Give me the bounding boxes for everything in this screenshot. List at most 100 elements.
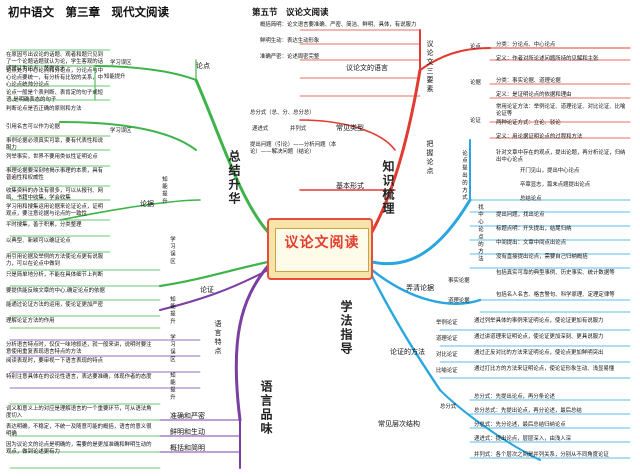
central-topic-box: 议论文阅读 <box>267 218 373 280</box>
red-branch-lines <box>299 29 631 234</box>
right-zhaochu: 找中心论点的方法 <box>477 204 483 264</box>
right-daoli-l: 道理论证 <box>436 336 458 342</box>
left-note-5: 引用名言可以作为论据 <box>6 124 60 130</box>
left-note-8: 事理论据要深刻地揭示事理的本质，具有普遍性和权威性 <box>6 168 104 181</box>
branch-zhishi-label: 知识梳理 <box>381 160 395 216</box>
right-duibi-t: 通过正反对比的方法来证明论点，使论点更加鲜明突出 <box>474 350 604 356</box>
left-note-1: 在原因写出议论的话题、观者和题只见到了一个论题话题就认为论，学生客观的话题就认为… <box>6 52 104 72</box>
left-note-15: 要提供能反映文章的中心,确定论点的依据 <box>6 288 105 294</box>
left-note-20: 特别注意具体在的议论性语言，表达要准确，体现作者的态度 <box>6 374 152 380</box>
left-note-17: 理解论证方法的作用 <box>6 318 55 324</box>
left-note-18: 分析语言特点时，仅仅一味地叙述，就一般来讲，说明时要注意使用重复表现语言特点的方… <box>6 342 152 355</box>
central-topic-label: 议论文阅读 <box>284 235 360 251</box>
right-r4: 定义：是证明论点的依据和理由 <box>496 92 572 98</box>
right-r8: 针对文章中存在的观点，提出论题，再分析论证，归纳出中心论点 <box>496 150 626 163</box>
right-shishi-t: 包括真实可靠的典型事例、历史事实、统计数据等 <box>496 270 615 276</box>
right-biyu: 比喻论证 <box>436 368 458 374</box>
left-note-10: 学习用和搜集运用论据来论证论点，证明观点，要注意论据与论点的一致性 <box>6 204 104 217</box>
left-yy-zhishi: 知能提升 <box>169 372 175 402</box>
green-lower-lines <box>9 260 270 469</box>
top-yy: 议论文的语言 <box>346 64 388 72</box>
right-lunju-sec: 弄清论据 <box>406 284 434 292</box>
right-z2: 总分总式：先提出论点，再分论述，最后总结 <box>474 408 582 414</box>
right-z1: 总分式：先提出论点，再分条论述 <box>474 394 555 400</box>
page-title: 初中语文 第三章 现代文阅读 <box>8 5 169 19</box>
page-subtitle: 第五节 议论文阅读 <box>252 8 329 18</box>
top-s4: 总分式（总、分、总分总） <box>250 110 315 116</box>
left-note-3: 论点一般是个表判断、表肯定的句子或短语,是明确表态的句子 <box>6 90 104 103</box>
left-lunju-zhishi: 知能提升 <box>161 176 167 206</box>
left-note-23: 因为议论文的论点是明确的，需要的是更加准确和鲜明生动的观点，做到论述更有力 <box>6 442 152 455</box>
left-lundian: 论点 <box>196 62 210 70</box>
left-note-12: 以典型、新颖可以确证论点 <box>6 238 71 244</box>
left-lunzheng-zhishi: 知能提升 <box>169 296 175 326</box>
left-lunju: 论据 <box>140 200 154 208</box>
right-r6: 两种论证方式：立论、驳论 <box>496 120 561 126</box>
purple-branch-lines <box>9 264 270 469</box>
left-note-22: 表达明确，不稳定，不统一及随意可能的概括，语言的意义很明确 <box>6 424 152 437</box>
right-r2: 定义：作者对所论述问题所持的见解和主张 <box>496 56 599 62</box>
branch-yuyan-label: 语言品味 <box>259 380 273 436</box>
right-z5: 并列式：各个层次之间是并列关系，分别从不同角度论证 <box>474 452 609 458</box>
right-shishi: 事实论据 <box>448 278 470 284</box>
top-s3: 准确严密：论述周密完整 <box>260 54 320 60</box>
right-r3: 分类：事实论据、道理论据 <box>496 78 561 84</box>
right-r13: 标题点明：开头提出，结尾归纳 <box>496 226 572 232</box>
right-z3: 分总式：先分论述，最后总结归纳论点 <box>474 422 566 428</box>
left-note-6: 事例论据必须真实可靠，要有代表性和说服力 <box>6 138 104 151</box>
left-lundian-zhishi: 知能提升 <box>104 74 126 80</box>
right-daoli-l-t: 通过讲道理来证明论点，使论证更加深刻、更具说服力 <box>474 334 604 340</box>
right-lunzheng-label: 论证 <box>470 118 481 124</box>
right-ba-lundian: 把握论点 <box>426 140 434 176</box>
top-s1: 概括简明：论文语言要准确、严密、简洁、鲜明、具体，有说服力 <box>260 22 417 28</box>
bottom-gaikuo: 概括和简明 <box>170 444 205 452</box>
right-r5: 常用论证方法：举例论证、道理论证、对比论证、比喻论证等 <box>496 104 626 117</box>
left-note-19: 阅读表现时，要审视一下语言表现的特点 <box>6 358 104 364</box>
top-b3: 提出问题（引论）——分析问题（本论）——解决问题（结论） <box>250 142 337 155</box>
right-daoli-t: 包括名人名言、格言警句、科学原理、定理定律等 <box>496 292 615 298</box>
green-branch-lines <box>9 49 270 253</box>
right-lunju-label: 论据 <box>470 80 481 86</box>
top-b2: 并列式 <box>290 126 307 132</box>
top-b1: 递进式 <box>252 126 269 132</box>
left-note-2: 论点处为中心论点和分论点，分论点与中心论点要统一，有分析有比较的关系，中心论点统… <box>6 68 104 88</box>
left-lunju-xuexi: 学习误区 <box>110 128 132 134</box>
right-jiegou: 常见层次结构 <box>378 420 420 428</box>
central-topic-inner <box>275 228 369 272</box>
blue-branch-lines <box>370 139 631 461</box>
right-lunzheng-fangfa: 论证的方法 <box>390 348 425 356</box>
right-r10: 卒章显志，篇末点题提出论点 <box>520 182 591 188</box>
branch-zongjie-label: 总结升华 <box>227 150 241 206</box>
left-note-16: 能通过论证方法的运用，使论证更加严密 <box>6 302 104 308</box>
left-lunzheng-xuexi: 学习误区 <box>169 236 175 266</box>
right-r9: 开门见山，提出中心论点 <box>520 168 580 174</box>
bottom-xianming: 鲜明和生动 <box>170 428 205 436</box>
left-lunzheng: 论证 <box>200 286 214 294</box>
left-note-7: 列举事实，世界不要用类似性证明论点 <box>6 154 98 160</box>
top-lex1: 常见类型 <box>336 124 364 132</box>
right-r14: 中间提出：文章中间点出论点 <box>496 240 567 246</box>
right-juli-t: 通过列举具体的事例来证明论点，使论证更加有说服力 <box>474 318 604 324</box>
left-note-9: 收集资料的办法有很多，可以从报刊、网络、书籍中收集，学会收集 <box>6 188 104 201</box>
left-note-4: 判断论点是否正确的原则和方法 <box>6 106 82 112</box>
left-note-21: 词义和意义上的对应是理解语言的一个重要环节，可从语法角度切入 <box>6 406 152 419</box>
right-r12: 提出问题，找出论点 <box>496 212 545 218</box>
bottom-zhunque: 准确和严密 <box>170 412 205 420</box>
left-yy-xuexi: 学习误区 <box>169 334 175 364</box>
right-duibi: 对比论证 <box>436 352 458 358</box>
right-r7: 定义：用论据证明论点的过程和方法 <box>496 134 583 140</box>
left-note-14: 只是简单地分析，不能在具体细节上判断 <box>6 272 104 278</box>
right-sanyaosu: 议论文三要素 <box>426 40 434 94</box>
right-juli: 举例论证 <box>436 320 458 326</box>
right-r15: 没有直接提出论点，需要自己归纳概括 <box>496 254 588 260</box>
right-lundian-label: 论点 <box>470 44 481 50</box>
right-daoli: 道理论据 <box>448 298 470 304</box>
top-lex2: 基本形式 <box>336 182 364 190</box>
right-biyu-t: 通过打比方的方法来证明论点，使论证形象生动、浅显易懂 <box>474 366 615 372</box>
right-r1: 分类：分论点、中心论点 <box>496 42 556 48</box>
right-lundian-tichu: 论点提出的方式 <box>461 150 467 202</box>
left-note-11: 平时搜集，善于积累，分类整理 <box>6 222 82 228</box>
branch-xuefa-label: 学法指导 <box>339 300 353 356</box>
right-zongfen: 总分式 <box>440 404 457 410</box>
